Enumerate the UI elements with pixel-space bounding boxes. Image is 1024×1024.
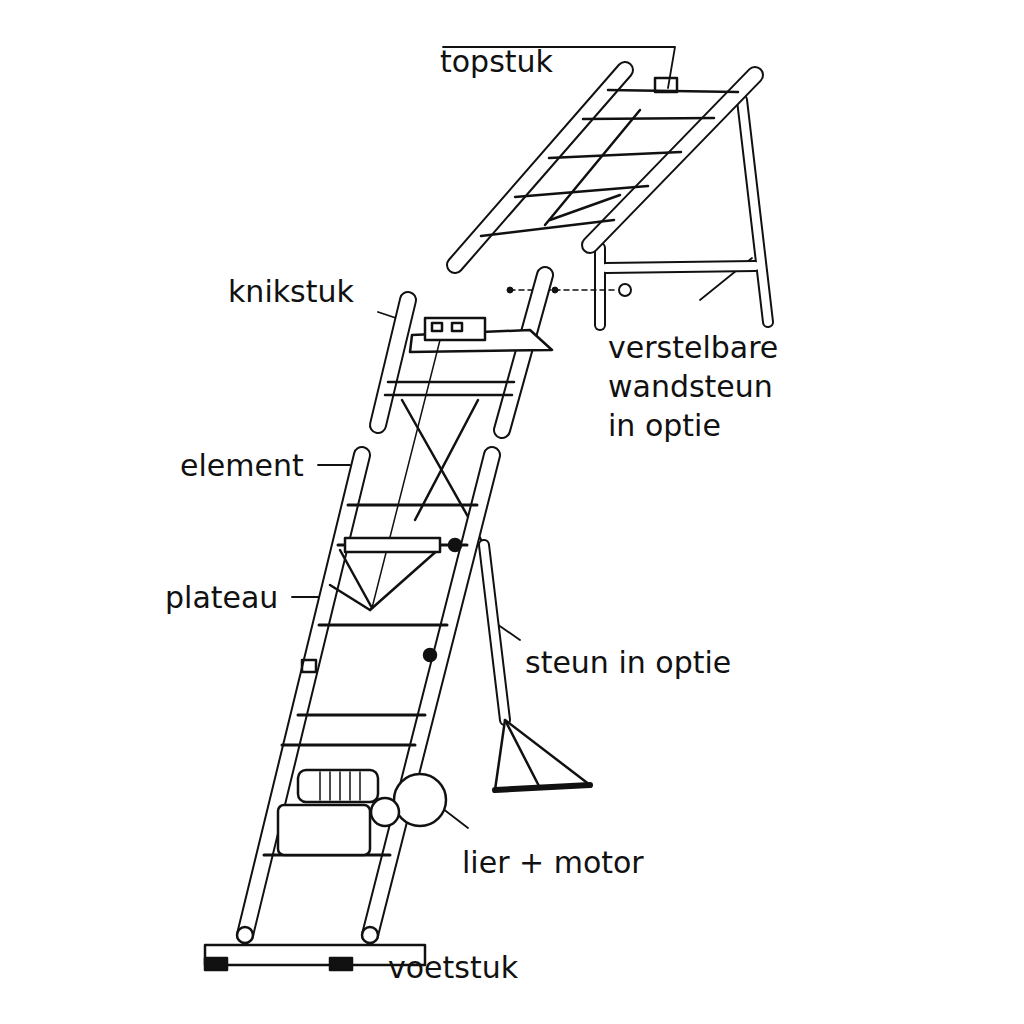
- part-label: topstuk: [440, 42, 553, 81]
- top-section: [455, 70, 755, 265]
- winch-motor: [278, 770, 446, 855]
- part-label: steun in optie: [525, 643, 731, 682]
- part-label: plateau: [165, 578, 278, 617]
- plateau-carriage: [302, 538, 461, 672]
- part-label: voetstuk: [388, 948, 518, 987]
- part-label: verstelbare wandsteun in optie: [608, 328, 793, 445]
- part-label: lier + motor: [462, 843, 644, 882]
- part-label: element: [180, 446, 304, 485]
- part-label: knikstuk: [228, 272, 354, 311]
- hinge-section: [378, 275, 552, 430]
- lower-element: [245, 455, 492, 935]
